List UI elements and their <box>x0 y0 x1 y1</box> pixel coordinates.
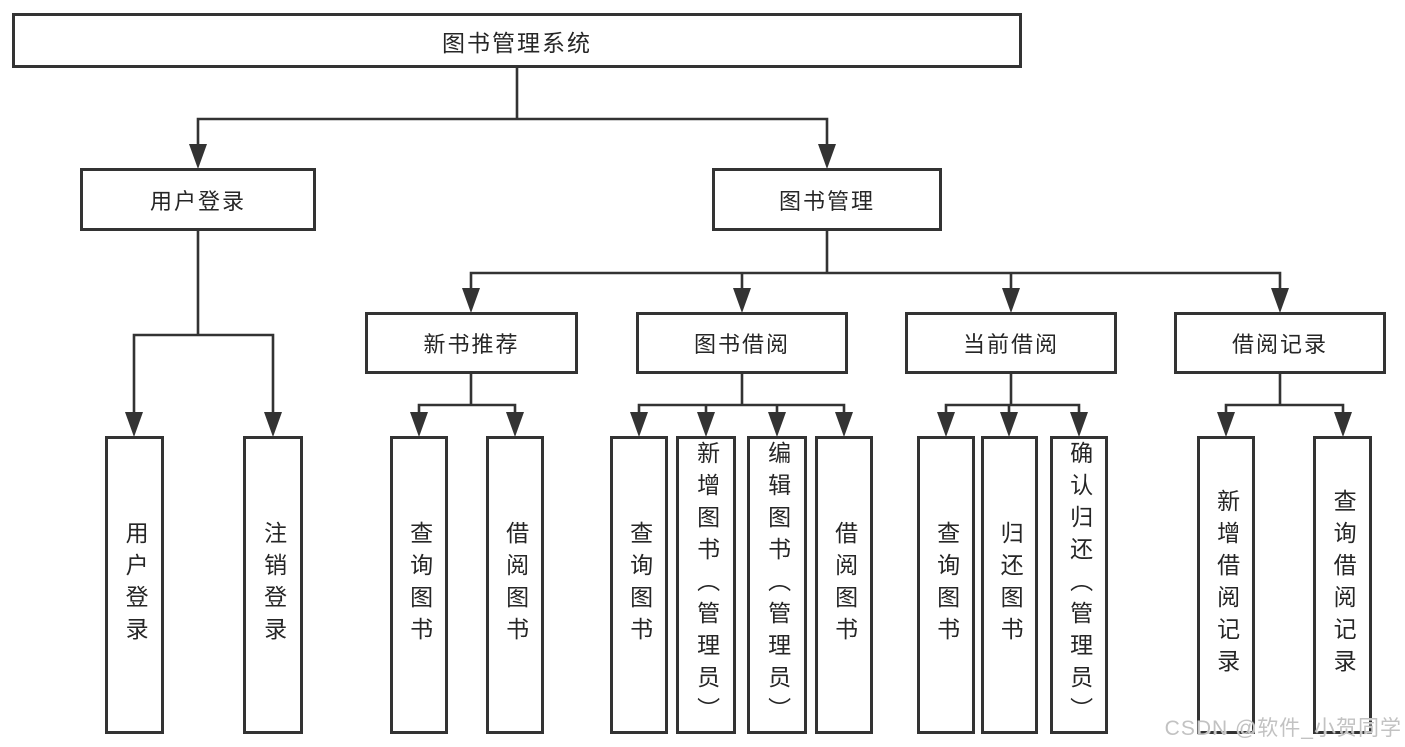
leaf-current-query-books: 查询图书 <box>917 436 975 734</box>
connector-records-to-leaves <box>1217 371 1352 437</box>
csdn-watermark: CSDN @软件_小贺同学 <box>1164 717 1402 740</box>
leaf-borrowing-edit-books-admin-label: 编辑图书（管理员） <box>764 441 791 729</box>
leaf-records-query-borrow-record: 查询借阅记录 <box>1313 436 1372 734</box>
leaf-current-query-books-label: 查询图书 <box>933 521 960 649</box>
leaf-borrowing-query-books: 查询图书 <box>610 436 668 734</box>
leaf-records-query-borrow-record-label: 查询借阅记录 <box>1330 489 1357 681</box>
node-current-borrowing: 当前借阅 <box>905 312 1117 374</box>
leaf-recommend-borrow-books: 借阅图书 <box>486 436 544 734</box>
connector-recommendation-to-leaves <box>410 371 524 437</box>
connector-root-to-level2 <box>189 65 836 169</box>
leaf-recommend-query-books: 查询图书 <box>390 436 448 734</box>
leaf-borrowing-edit-books-admin: 编辑图书（管理员） <box>747 436 807 734</box>
leaf-current-confirm-return-admin-label: 确认归还（管理员） <box>1066 441 1093 729</box>
leaf-user-login: 用户登录 <box>105 436 164 734</box>
connector-book-management-to-level3 <box>462 228 1289 313</box>
leaf-current-confirm-return-admin: 确认归还（管理员） <box>1050 436 1108 734</box>
node-library-management-system: 图书管理系统 <box>12 13 1022 68</box>
leaf-logout: 注销登录 <box>243 436 303 734</box>
leaf-records-add-borrow-record-label: 新增借阅记录 <box>1213 489 1240 681</box>
leaf-current-return-books: 归还图书 <box>981 436 1038 734</box>
node-borrowing-records: 借阅记录 <box>1174 312 1386 374</box>
node-book-management: 图书管理 <box>712 168 942 231</box>
leaf-logout-label: 注销登录 <box>260 521 287 649</box>
leaf-recommend-borrow-books-label: 借阅图书 <box>502 521 529 649</box>
leaf-user-login-label: 用户登录 <box>122 521 149 649</box>
leaf-borrowing-query-books-label: 查询图书 <box>626 521 653 649</box>
node-book-borrowing: 图书借阅 <box>636 312 848 374</box>
node-user-login: 用户登录 <box>80 168 316 231</box>
leaf-borrowing-borrow-books-label: 借阅图书 <box>831 521 858 649</box>
connector-current-to-leaves <box>937 371 1088 437</box>
leaf-current-return-books-label: 归还图书 <box>997 521 1024 649</box>
connector-borrowing-to-leaves <box>630 371 853 437</box>
leaf-borrowing-borrow-books: 借阅图书 <box>815 436 873 734</box>
node-new-book-recommendation: 新书推荐 <box>365 312 578 374</box>
leaf-records-add-borrow-record: 新增借阅记录 <box>1197 436 1255 734</box>
leaf-recommend-query-books-label: 查询图书 <box>406 521 433 649</box>
leaf-borrowing-add-books-admin: 新增图书（管理员） <box>676 436 736 734</box>
leaf-borrowing-add-books-admin-label: 新增图书（管理员） <box>693 441 720 729</box>
connector-user-login-to-leaves <box>125 228 282 437</box>
